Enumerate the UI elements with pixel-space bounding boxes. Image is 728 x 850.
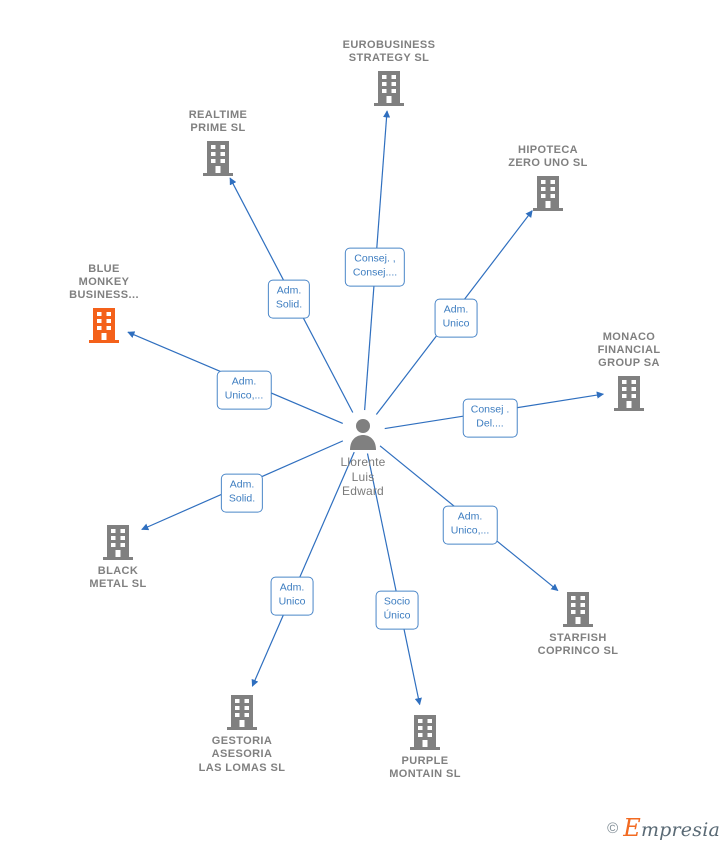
- edge-gestoria-label[interactable]: Adm. Unico: [270, 576, 314, 616]
- node-label: EUROBUSINESS STRATEGY SL: [342, 39, 436, 65]
- node-purple-montain-sl[interactable]: PURPLE MONTAIN SL: [350, 711, 500, 782]
- edge-eurobusiness-label[interactable]: Consej. , Consej....: [344, 247, 406, 287]
- edge-blue-monkey-label[interactable]: Adm. Unico,...: [216, 370, 272, 410]
- edge-starfish-label[interactable]: Adm. Unico,...: [442, 505, 498, 545]
- node-label: STARFISH COPRINCO SL: [537, 632, 619, 658]
- brand-rest: mpresia: [640, 819, 720, 841]
- person-icon: [350, 419, 376, 450]
- edge-black-metal-label[interactable]: Adm. Solid.: [220, 473, 264, 513]
- node-gestoria-asesoria-las-lomas-sl[interactable]: GESTORIA ASESORIA LAS LOMAS SL: [167, 691, 317, 775]
- edge-realtime-label[interactable]: Adm. Solid.: [267, 279, 311, 319]
- building-icon: [103, 525, 133, 560]
- building-icon: [89, 307, 119, 343]
- node-realtime-prime-sl[interactable]: REALTIME PRIME SL: [143, 109, 293, 179]
- brand-wordmark: Empresia: [623, 814, 720, 842]
- node-label: GESTORIA ASESORIA LAS LOMAS SL: [198, 735, 286, 774]
- brand-initial: E: [623, 814, 641, 842]
- building-icon: [227, 695, 257, 730]
- building-icon: [563, 592, 593, 627]
- node-label: PURPLE MONTAIN SL: [389, 755, 461, 781]
- node-person-center[interactable]: Llorente Luis Edward: [288, 415, 438, 499]
- node-label: Llorente Luis Edward: [340, 455, 386, 499]
- building-icon: [374, 70, 404, 106]
- building-icon: [410, 715, 440, 750]
- edge-hipoteca-label[interactable]: Adm. Unico: [434, 298, 478, 338]
- edge-purple-montain-label[interactable]: Socio Único: [375, 590, 419, 630]
- node-label: MONACO FINANCIAL GROUP SA: [597, 330, 661, 370]
- empresia-watermark: © Empresia: [607, 814, 720, 842]
- building-icon: [614, 375, 644, 411]
- node-label: BLUE MONKEY BUSINESS...: [69, 262, 139, 302]
- building-icon: [203, 140, 233, 176]
- node-label: REALTIME PRIME SL: [188, 109, 248, 135]
- node-black-metal-sl[interactable]: BLACK METAL SL: [43, 521, 193, 592]
- node-blue-monkey-business[interactable]: BLUE MONKEY BUSINESS...: [29, 263, 179, 346]
- copyright-icon: ©: [607, 819, 619, 837]
- node-eurobusiness-strategy-sl[interactable]: EUROBUSINESS STRATEGY SL: [314, 39, 464, 109]
- node-monaco-financial-group-sa[interactable]: MONACO FINANCIAL GROUP SA: [554, 331, 704, 414]
- node-hipoteca-zero-uno-sl[interactable]: HIPOTECA ZERO UNO SL: [473, 144, 623, 214]
- node-label: HIPOTECA ZERO UNO SL: [508, 144, 588, 170]
- node-label: BLACK METAL SL: [89, 565, 147, 591]
- building-icon: [533, 175, 563, 211]
- node-starfish-coprinco-sl[interactable]: STARFISH COPRINCO SL: [503, 588, 653, 659]
- edge-monaco-label[interactable]: Consej . Del....: [462, 398, 518, 438]
